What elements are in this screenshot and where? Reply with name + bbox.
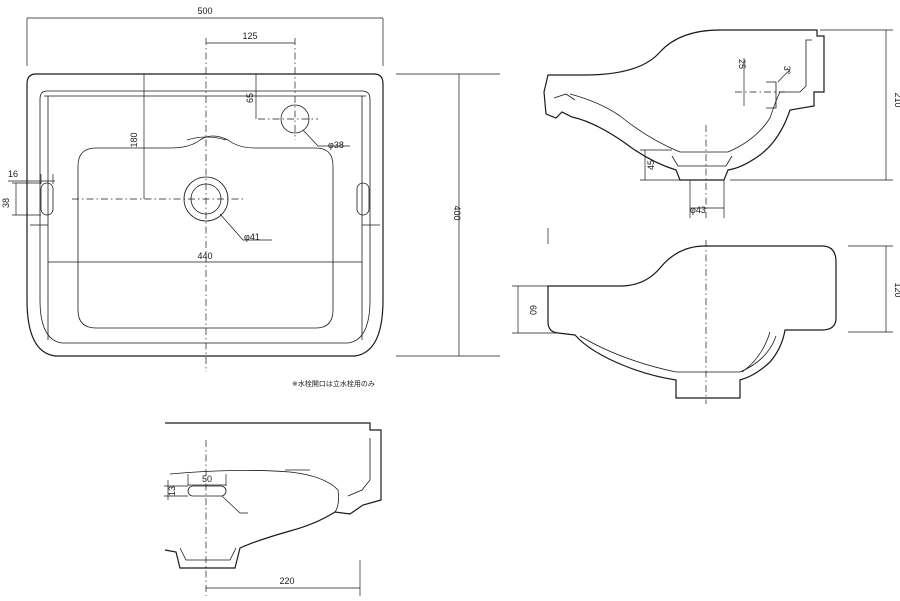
plan-rim-inner xyxy=(39,90,371,344)
bottom-overflow-channel xyxy=(347,438,371,497)
section-rim-detail xyxy=(553,93,576,101)
dim-rim-height: 60 xyxy=(528,305,538,315)
dim-drain-height: 45 xyxy=(646,160,656,170)
dim-center-depth: 180 xyxy=(129,132,139,147)
dim-side-height: 120 xyxy=(893,282,900,297)
elevation-bowl-edge xyxy=(741,331,771,373)
bottom-drain-detail xyxy=(179,547,237,561)
section-outline xyxy=(543,29,825,181)
dim-overflow-height: 13 xyxy=(167,486,177,496)
mounting-slot-left xyxy=(40,182,54,216)
dim-deck-height: 25 xyxy=(737,59,747,69)
bottom-section-outline xyxy=(164,422,382,569)
side-elevation-view: 60 120 xyxy=(512,228,900,404)
bottom-section-view: 50 13 220 xyxy=(164,422,382,596)
elevation-outline xyxy=(547,245,837,399)
dim-overall-width: 500 xyxy=(197,6,212,16)
overflow-slot xyxy=(187,485,227,497)
plan-view: 500 125 65 φ38 180 φ41 440 16 38 400 ※水栓… xyxy=(1,6,500,388)
dim-drain-hole: φ41 xyxy=(244,232,260,242)
dim-faucet-hole: φ38 xyxy=(328,140,344,150)
dim-deck-angle: 3° xyxy=(782,66,792,75)
side-section-view: 210 45 φ43 25 3° xyxy=(543,29,900,218)
dim-slot-height: 38 xyxy=(1,198,11,208)
dim-drain-outlet: φ43 xyxy=(690,205,706,215)
dim-basin-width: 440 xyxy=(197,251,212,261)
dim-arc-deck-angle xyxy=(777,69,791,83)
dim-faucet-offset: 125 xyxy=(242,31,257,41)
leader-faucet-hole xyxy=(302,129,350,147)
dim-faucet-depth: 65 xyxy=(245,93,255,103)
section-drain-detail xyxy=(671,155,733,167)
bottom-bowl-edge xyxy=(169,470,339,513)
dim-overall-depth: 400 xyxy=(452,205,462,220)
faucet-hole xyxy=(280,104,310,134)
section-inner-surface xyxy=(569,39,812,153)
elevation-bowl-inner xyxy=(579,335,777,373)
plan-outer-outline xyxy=(26,73,384,357)
leader-overflow-slot xyxy=(221,495,248,514)
plan-overflow-lip xyxy=(186,136,227,141)
plan-basin-bowl xyxy=(77,135,334,329)
dim-slot-width: 16 xyxy=(8,169,18,179)
dim-overflow-width: 50 xyxy=(202,474,212,484)
dim-drain-distance: 220 xyxy=(279,576,294,586)
faucet-note: ※水栓開口は立水栓用のみ xyxy=(292,379,375,388)
leader-drain-hole xyxy=(219,213,272,241)
dim-total-height: 210 xyxy=(893,92,900,107)
mounting-slot-right xyxy=(356,182,370,216)
section-overflow-detail xyxy=(766,81,777,109)
